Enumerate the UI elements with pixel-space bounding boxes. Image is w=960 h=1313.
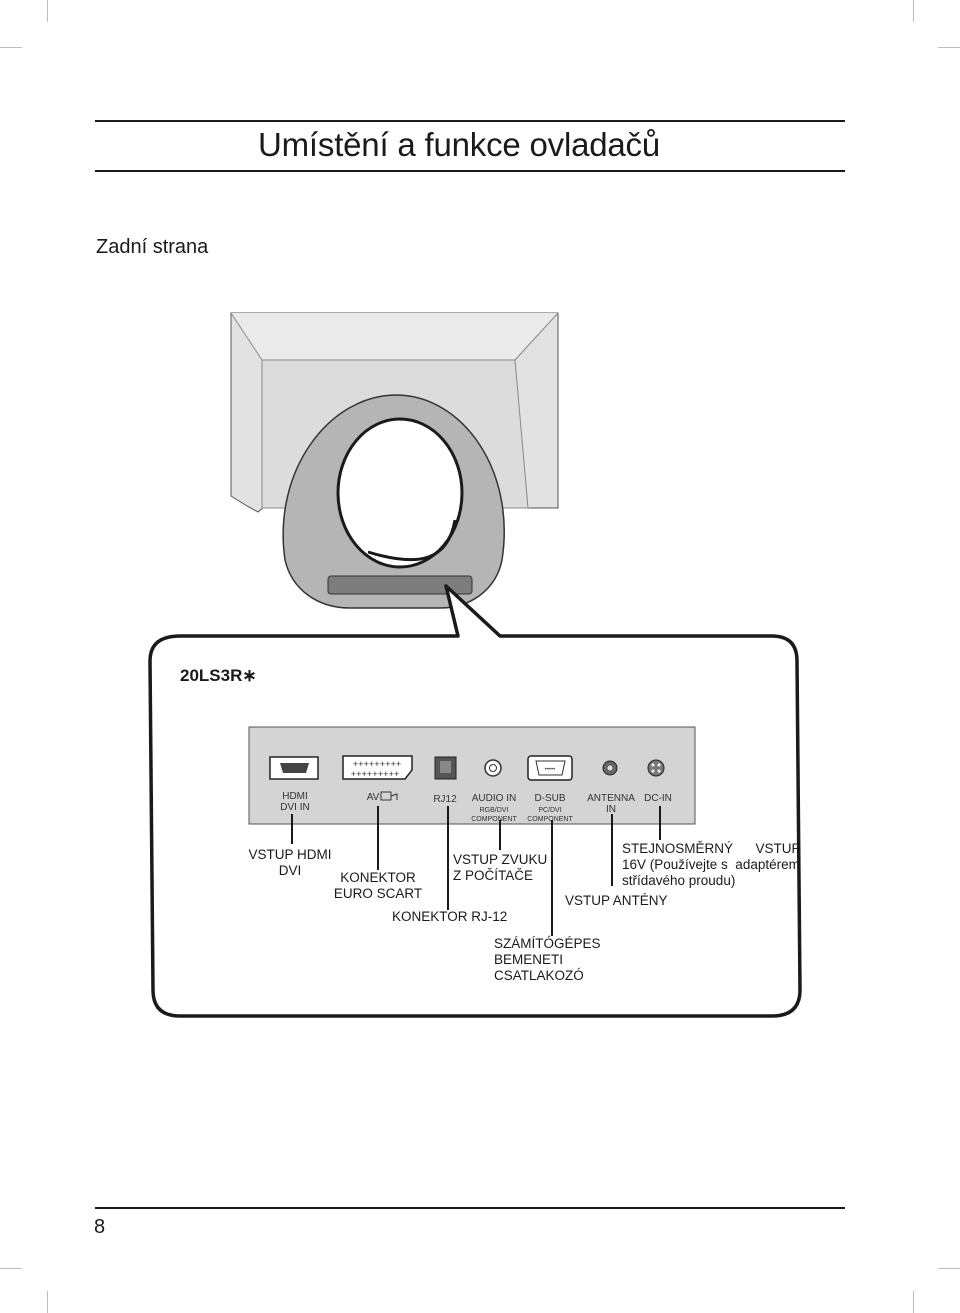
antenna-port-icon [602,760,618,776]
leader-line-hdmi [291,814,293,844]
leader-line-dc [659,806,661,840]
crop-mark [938,47,960,48]
crop-mark [913,0,914,22]
page-number: 8 [94,1216,106,1238]
av-signal-icon [380,791,398,801]
caption-pc-audio: VSTUP ZVUKU Z POČÍTAČE [453,852,548,883]
crop-mark [47,0,48,22]
port-label-audio-in: AUDIO IN [471,793,517,804]
svg-text:•••••: ••••• [545,767,556,773]
footer-rule [95,1207,845,1209]
leader-line-pc [551,820,553,936]
caption-dc-input: STEJNOSMĚRNÝ VSTUP 16V (Používejte s ada… [622,841,801,888]
tv-back-illustration [230,312,559,609]
port-sublabel-dsub: PC/DVI COMPONENT [527,807,573,823]
header-rule-top [95,120,845,122]
model-number: 20LS3R∗ [180,666,257,685]
port-label-dc-in: DC-IN [644,793,672,804]
crop-mark [938,1268,960,1269]
tv-stand [282,394,505,609]
dsub-port-icon: ••••• [527,755,573,781]
caption-pc-input: SZÁMÍTÓGÉPES BEMENETI CSATLAKOZÓ [494,936,601,983]
caption-antenna: VSTUP ANTÉNY [565,893,668,908]
hdmi-port-icon [269,756,319,780]
section-subtitle: Zadní strana [96,236,209,258]
svg-text:+++++++++: +++++++++ [351,770,400,780]
port-sublabel-audio-in: RGB/DVI COMPONENT [471,807,517,823]
port-label-dsub: D-SUB [534,793,566,804]
caption-rj12: KONEKTOR RJ-12 [392,909,508,924]
port-label-rj12: RJ12 [433,794,457,805]
port-label-av: AV [366,792,380,803]
crop-mark [913,1291,914,1313]
caption-hdmi-input: VSTUP HDMI DVI [248,847,332,878]
crop-mark [0,1268,22,1269]
leader-line-antenna [611,814,613,886]
page-title: Umístění a funkce ovladačů [258,126,661,163]
scart-port-icon: +++++++++ +++++++++ [342,755,413,780]
audio-jack-icon [484,759,502,777]
leader-line-rj12 [447,806,449,910]
leader-line-audio [499,820,501,850]
leader-line-scart [377,806,379,870]
rj12-port-icon [434,756,457,780]
port-label-antenna: ANTENNA IN [587,793,635,815]
crop-mark [47,1291,48,1313]
header-rule-bottom [95,170,845,172]
dc-in-port-icon [647,759,665,777]
caption-euro-scart: KONEKTOR EURO SCART [333,870,423,901]
svg-text:+++++++++: +++++++++ [353,760,402,770]
crop-mark [0,47,22,48]
port-label-hdmi: HDMI DVI IN [280,791,310,813]
